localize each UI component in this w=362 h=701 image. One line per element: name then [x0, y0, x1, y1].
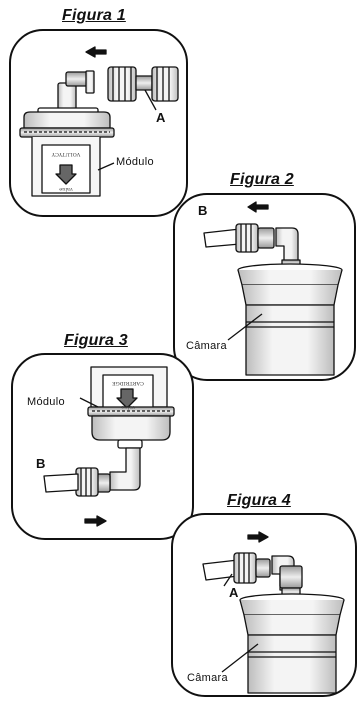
figure-2-title: Figura 2 — [230, 171, 294, 188]
figure-3-component-label: Módulo — [27, 396, 65, 408]
figure-1-module-text-top: VOLUTYCY — [51, 151, 81, 157]
figure-1-module-text-bottom: value — [59, 186, 74, 192]
figure-3-module-text-bottom: value — [121, 404, 136, 410]
figure-1-component-label: Módulo — [116, 156, 154, 168]
figure-2-component-label: Câmara — [186, 340, 227, 352]
figure-4-arrow-right-icon — [247, 531, 269, 543]
figure-1-drawing — [19, 46, 179, 197]
figure-1-part-label: A — [156, 110, 166, 125]
figure-3-title: Figura 3 — [64, 332, 128, 349]
figure-1-title: Figura 1 — [62, 7, 126, 24]
figure-4-component-label: Câmara — [187, 672, 228, 684]
figure-3-part-label: B — [36, 456, 46, 471]
figure-2-arrow-left-icon — [247, 201, 269, 213]
figure-2-drawing — [203, 201, 343, 376]
figure-3-drawing — [43, 366, 175, 527]
figure-1-arrow-left-icon — [85, 46, 107, 58]
figure-2-part-label: B — [198, 203, 208, 218]
figure-3-arrow-right-icon — [84, 515, 107, 527]
figure-4-part-label: A — [229, 585, 239, 600]
figure-4-drawing — [202, 531, 345, 694]
figure-4-title: Figura 4 — [227, 492, 291, 509]
figure-3-module-text-top: CARTRIDGE — [112, 380, 144, 386]
